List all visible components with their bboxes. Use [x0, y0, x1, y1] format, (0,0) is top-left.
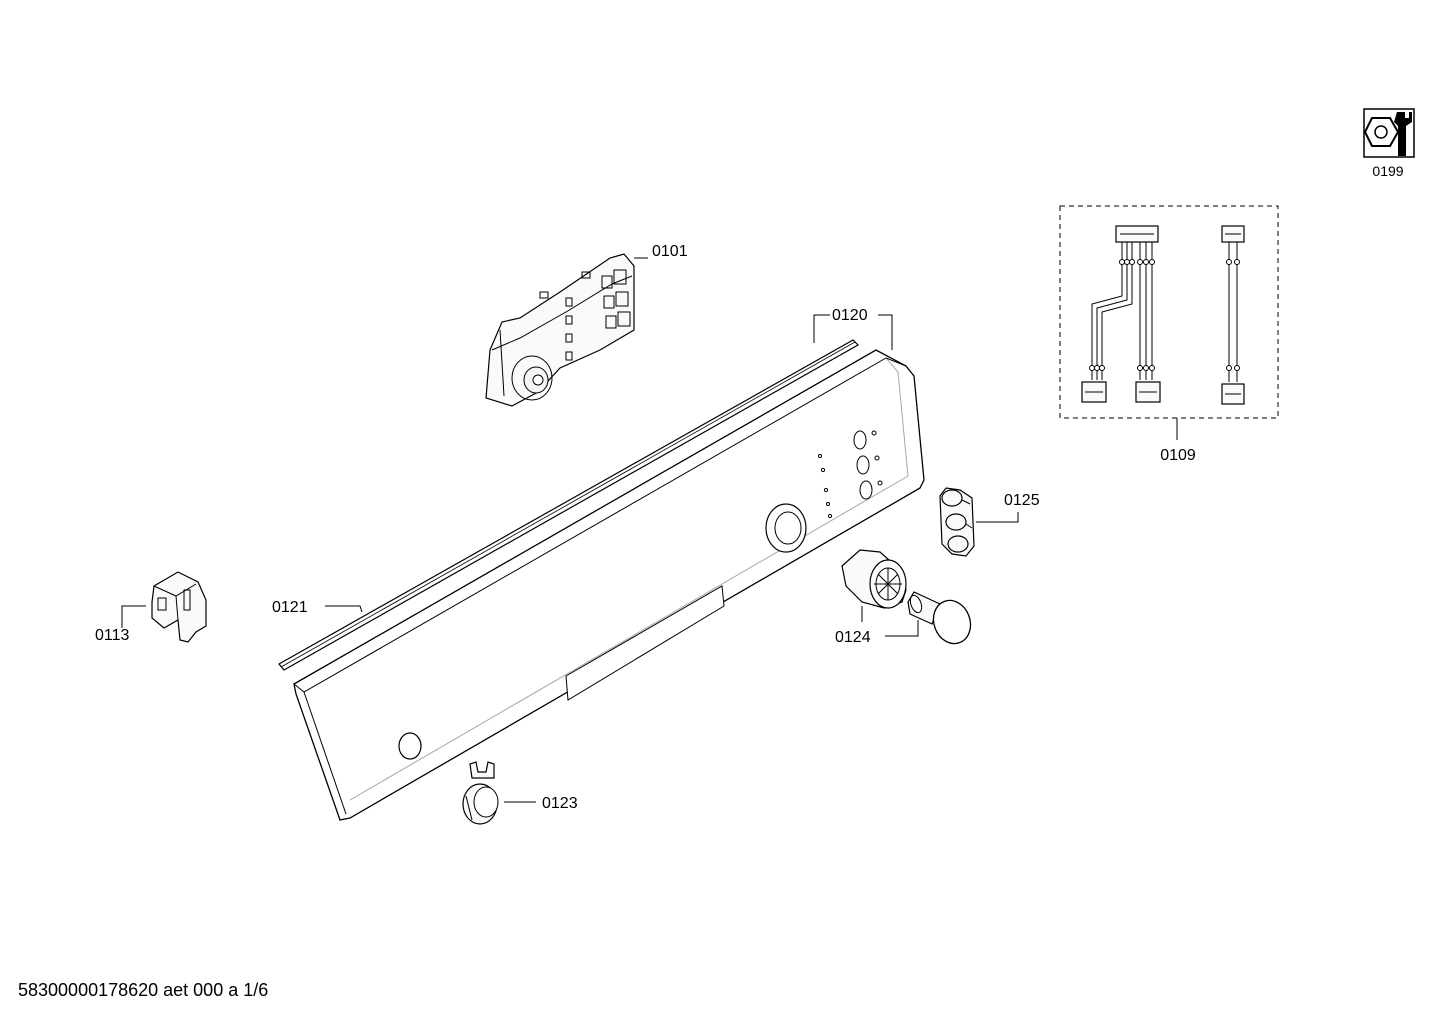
- part-label-0113: 0113: [95, 627, 130, 644]
- control-module[interactable]: [485, 253, 635, 407]
- control-panel-fascia[interactable]: [293, 349, 925, 821]
- mounting-clip[interactable]: [151, 571, 207, 643]
- part-label-0199: 0199: [1372, 163, 1403, 179]
- part-label-0121: 0121: [272, 599, 308, 616]
- part-label-0124: 0124: [835, 629, 871, 646]
- part-label-0101: 0101: [652, 243, 688, 260]
- document-id: 58300000178620 aet 000 a 1/6: [18, 980, 269, 1000]
- part-label-0125: 0125: [1004, 492, 1040, 509]
- part-label-0120: 0120: [832, 307, 868, 324]
- cable-harness[interactable]: [1059, 205, 1279, 419]
- power-button[interactable]: [462, 761, 499, 825]
- wrench-nut-icon[interactable]: [1363, 108, 1415, 158]
- part-label-0109: 0109: [1160, 447, 1196, 464]
- selector-knob[interactable]: [841, 549, 976, 649]
- button-cluster[interactable]: [939, 487, 975, 557]
- part-label-0123: 0123: [542, 795, 578, 812]
- trim-strip[interactable]: [278, 339, 859, 671]
